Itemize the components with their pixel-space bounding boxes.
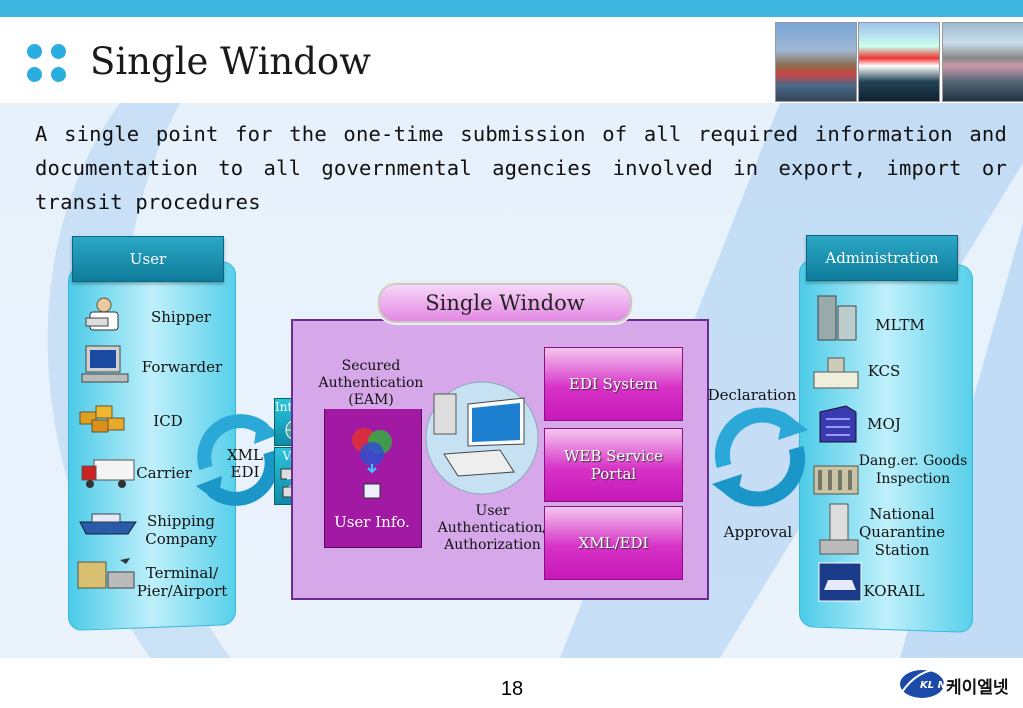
- admin-item-mltm: MLTM: [875, 316, 925, 334]
- klnet-logo-icon: KL Net: [900, 668, 948, 698]
- user-info-icon: [363, 483, 381, 499]
- declaration-label: Declaration: [707, 386, 797, 404]
- slide-footer: [0, 658, 1023, 708]
- single-window-title: Single Window: [378, 283, 632, 323]
- exchange-arrows-left-icon: [196, 414, 280, 506]
- mltm-building-icon: [817, 295, 857, 341]
- user-info-label: User Info.: [334, 513, 410, 531]
- bullet-dot: [27, 44, 42, 59]
- admin-item-kcs: KCS: [867, 362, 901, 380]
- user-item-shipping-company: Shipping Company: [145, 512, 217, 548]
- user-item-forwarder: Forwarder: [141, 358, 223, 376]
- admin-item-moj: MOJ: [867, 415, 901, 433]
- carrier-truck-icon: [81, 459, 135, 488]
- moj-building-icon: [819, 405, 857, 443]
- bullet-dot: [51, 67, 66, 82]
- quarantine-building-icon: [819, 503, 859, 555]
- port-photo-3: [942, 22, 1023, 102]
- inspection-building-icon: [813, 465, 859, 495]
- user-panel-heading: User: [72, 236, 224, 282]
- user-item-shipper: Shipper: [151, 308, 211, 326]
- description-text: A single point for the one-time submissi…: [35, 122, 1007, 214]
- admin-panel-heading: Administration: [806, 235, 958, 281]
- xml-edi-box: XML/EDI: [544, 506, 683, 580]
- top-accent-bar: [0, 0, 1023, 17]
- admin-item-dangerous-goods: Dang.er. Goods Inspection: [858, 453, 968, 487]
- admin-item-quarantine: National Quarantine Station: [858, 505, 946, 559]
- xml-edi-label: XML EDI: [227, 446, 263, 481]
- terminal-airport-icon: [77, 558, 135, 589]
- icd-icon: [79, 405, 125, 433]
- admin-item-korail: KORAIL: [863, 582, 925, 600]
- edi-system-box: EDI System: [544, 347, 683, 421]
- page-title: Single Window: [90, 40, 371, 83]
- ship-icon: [79, 513, 137, 535]
- brand-name: 케이엘넷: [946, 678, 1009, 698]
- korail-train-icon: [818, 562, 862, 602]
- computer-workstation-icon: [425, 381, 539, 495]
- kcs-building-icon: [813, 357, 859, 389]
- user-item-terminal: Terminal/ Pier/Airport: [136, 564, 228, 600]
- shipper-icon: [85, 297, 119, 331]
- port-photo-1: [775, 22, 857, 102]
- forwarder-icon: [81, 345, 129, 383]
- eam-label: Secured Authentication (EAM): [318, 358, 424, 409]
- logo-text: KL Net: [920, 680, 948, 691]
- authentication-circles-icon: [352, 428, 392, 474]
- bullet-dot: [51, 44, 66, 59]
- port-photo-2: [858, 22, 940, 102]
- bullet-dot: [27, 67, 42, 82]
- page-number: 18: [500, 678, 524, 700]
- approval-label: Approval: [723, 523, 793, 541]
- web-service-portal-box: WEB Service Portal: [544, 428, 683, 502]
- exchange-arrows-right-icon: [712, 407, 808, 507]
- user-item-carrier: Carrier: [136, 464, 192, 482]
- user-item-icd: ICD: [153, 412, 183, 430]
- user-authentication-label: User Authentication/ Authorization: [437, 503, 548, 553]
